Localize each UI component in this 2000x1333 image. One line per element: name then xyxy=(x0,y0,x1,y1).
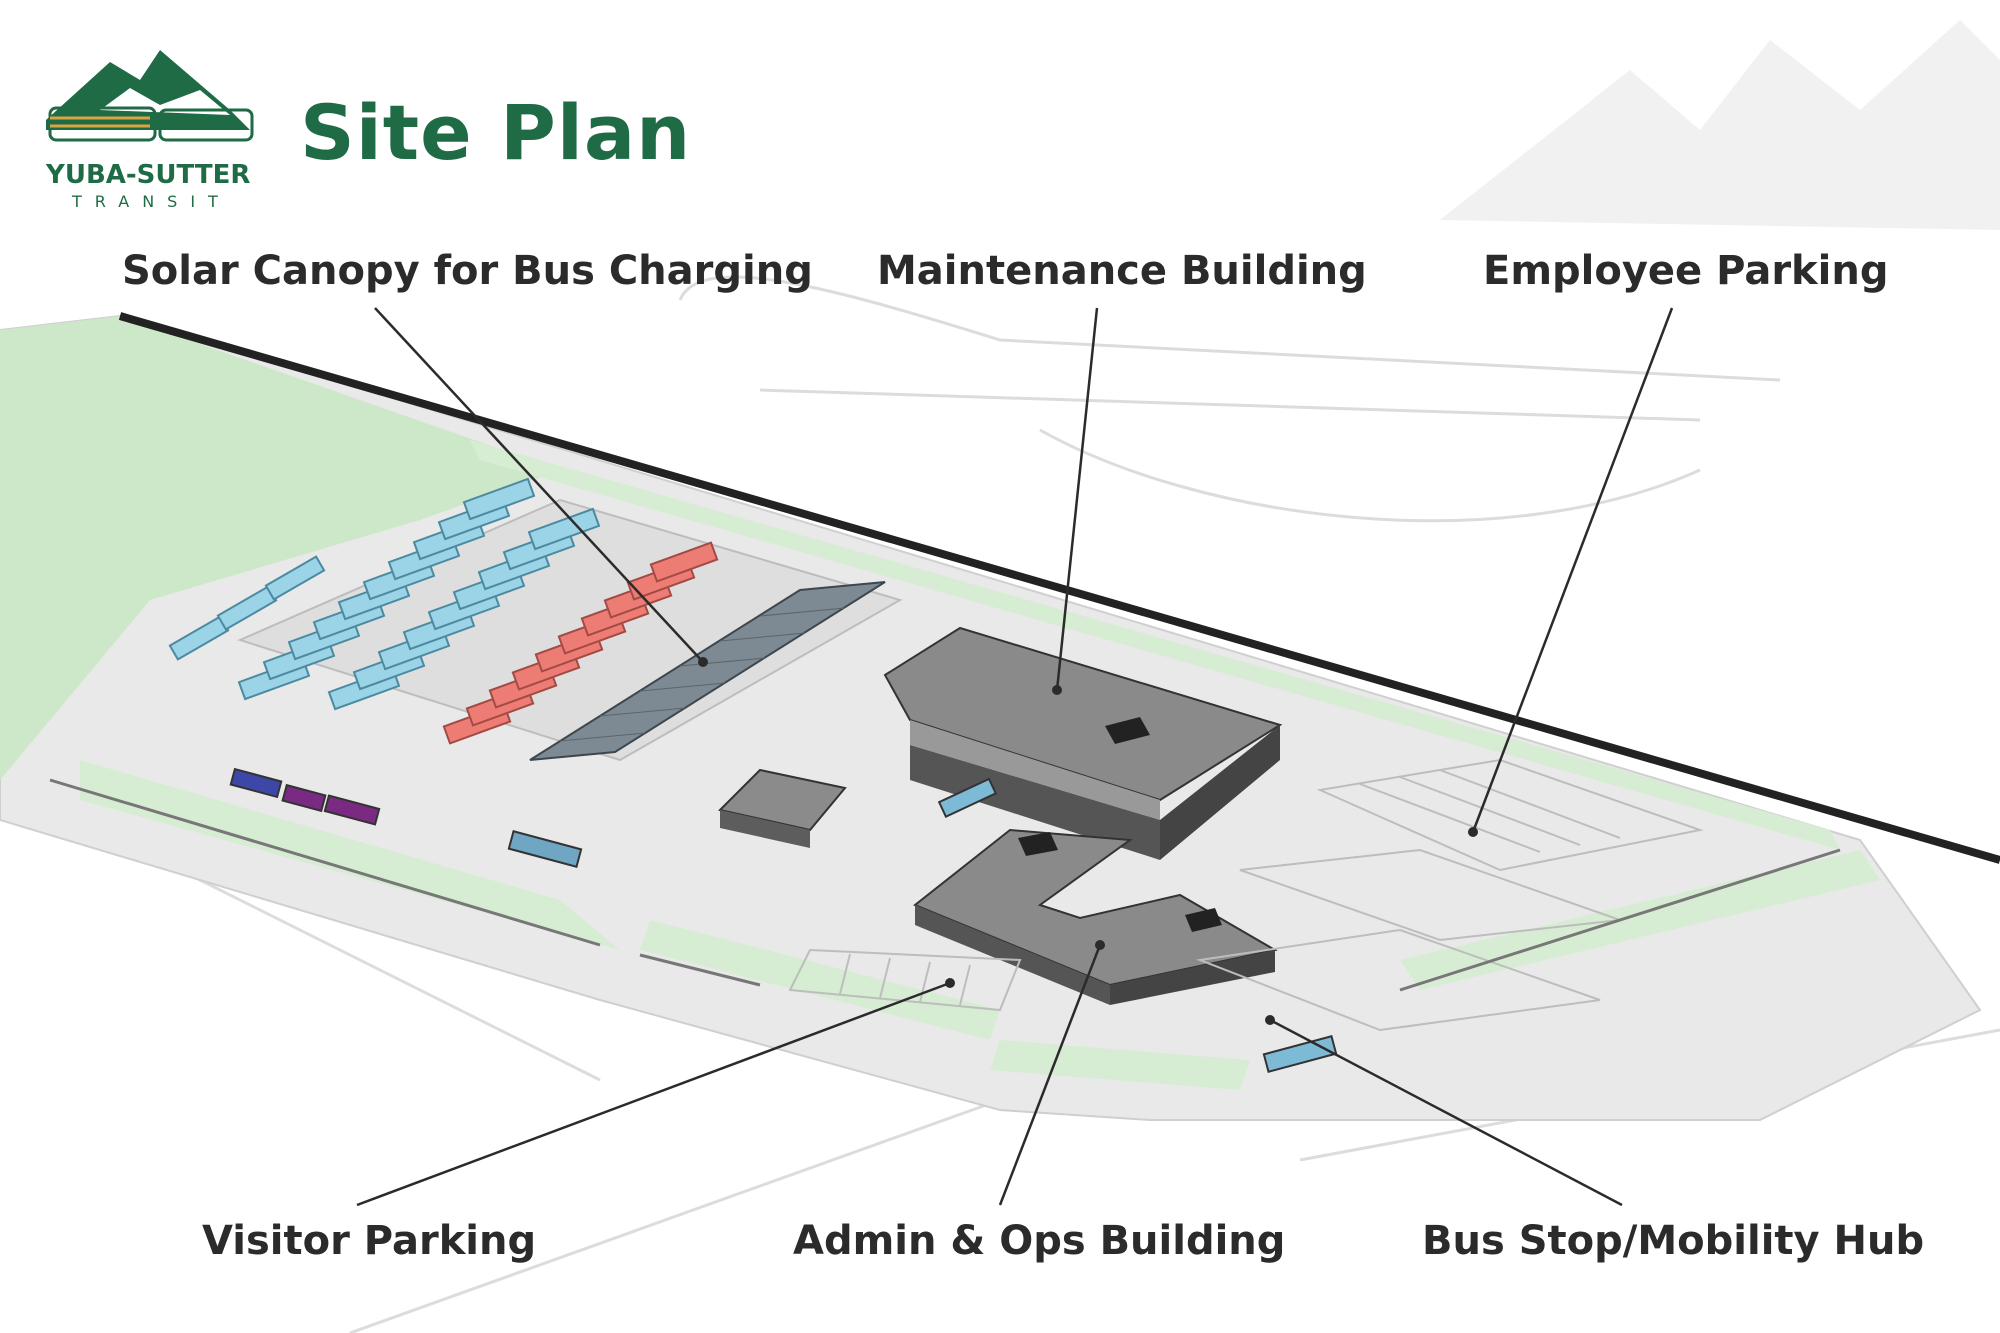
solar-canopy xyxy=(529,581,886,761)
leader-employee xyxy=(1471,307,1674,833)
service-building xyxy=(718,768,847,848)
north-boundary xyxy=(118,312,2000,864)
solar-canopy-grid xyxy=(559,607,846,742)
other-buses xyxy=(229,767,1338,1073)
leader-maintenance xyxy=(1055,307,1099,691)
fences xyxy=(49,778,1841,992)
page-title: Site Plan xyxy=(300,88,692,177)
maintenance-building-shape xyxy=(883,626,1283,860)
logo-icon xyxy=(46,50,254,142)
mountain-watermark xyxy=(1440,20,2000,230)
leader-admin xyxy=(998,944,1102,1206)
label-maintenance-building: Maintenance Building xyxy=(877,248,1367,294)
leader-busstop xyxy=(1269,1018,1623,1207)
green-field xyxy=(0,316,560,780)
leader-dots xyxy=(698,657,1478,1025)
label-admin-ops-building: Admin & Ops Building xyxy=(793,1218,1286,1264)
label-visitor-parking: Visitor Parking xyxy=(202,1218,537,1264)
leader-lines xyxy=(356,307,1674,1207)
logo-sub: TRANSIT xyxy=(72,192,231,211)
label-solar-canopy: Solar Canopy for Bus Charging xyxy=(122,248,813,294)
visitor-parking-lot xyxy=(788,948,1022,1012)
admin-ops-building-shape xyxy=(913,828,1278,1005)
red-bus-rows xyxy=(442,541,719,745)
blue-bus-rows xyxy=(168,477,601,711)
leader-solar xyxy=(374,307,704,663)
landscaping xyxy=(80,440,1880,1090)
logo-name: YUBA-SUTTER xyxy=(46,160,251,190)
label-employee-parking: Employee Parking xyxy=(1483,248,1889,294)
leader-visitor xyxy=(356,981,951,1207)
label-bus-stop-mobility-hub: Bus Stop/Mobility Hub xyxy=(1422,1218,1925,1264)
